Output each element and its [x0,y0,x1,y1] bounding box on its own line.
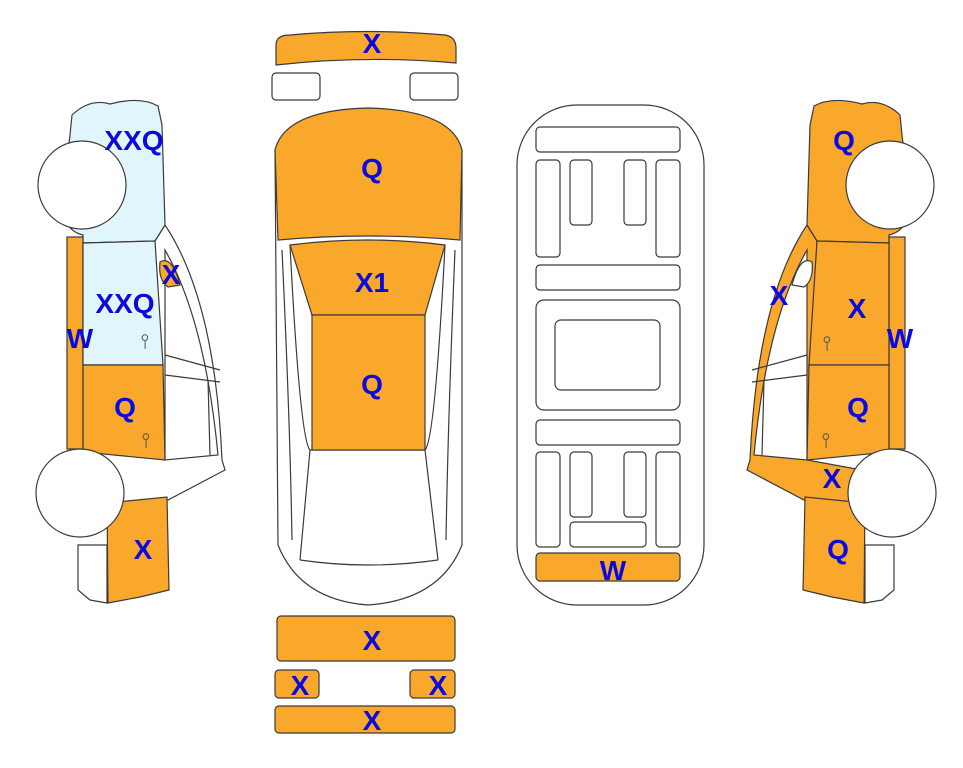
hood[interactable] [274,107,463,241]
damage-label: X [134,534,153,565]
right-rear-door[interactable] [806,364,890,461]
door-handle-icon: ⫯ [141,331,150,353]
underside-rear-sill[interactable] [535,552,681,582]
left-headlight [271,72,321,101]
door-handle-icon: ⫯ [142,430,151,452]
windshield[interactable] [289,239,446,316]
right-front-wheel [845,140,935,230]
damage-label: Q [361,369,383,400]
damage-label: Q [827,534,849,565]
underside-view: W [516,104,705,606]
damage-label: X [823,463,842,494]
top-view: X Q X1 Q X X X X [271,28,463,736]
damage-label: W [887,323,914,354]
damage-label: X1 [355,267,389,298]
damage-label: W [600,555,627,586]
damage-label: X [848,293,867,324]
damage-label: X [363,28,382,59]
left-roof-outline [109,223,226,506]
left-side-view: ⫯ ⫯ XXQ X XXQ W Q X [35,99,226,604]
damage-label: XXQ [95,288,154,319]
damage-label: X [363,625,382,656]
damage-label: X [363,705,382,736]
left-rear-bumper [77,544,108,604]
rear-right-corner[interactable] [409,669,456,699]
right-rear-bumper [864,544,895,604]
right-rear-quarter[interactable] [802,496,866,604]
damage-label: X [291,670,310,701]
damage-label: X [429,670,448,701]
roof[interactable] [311,314,426,451]
right-side-view: ⫯ ⫯ Q X X W Q X Q [746,99,937,604]
door-handle-icon: ⫯ [823,333,832,355]
left-front-wheel [37,140,127,230]
rear-bumper[interactable] [274,705,456,734]
left-rear-door[interactable] [82,364,166,461]
damage-label: X [770,280,789,311]
damage-label: W [67,323,94,354]
right-rear-wheel [847,448,937,538]
front-bumper[interactable] [275,30,457,66]
damage-label: Q [847,392,869,423]
right-headlight [409,72,459,101]
damage-label: Q [833,125,855,156]
left-mirror[interactable] [159,260,181,288]
right-mirror [791,260,813,288]
damage-label: X [162,259,181,290]
left-rear-wheel [35,448,125,538]
damage-label: XXQ [104,125,163,156]
door-handle-icon: ⫯ [822,430,831,452]
left-rear-quarter[interactable] [106,496,170,604]
rear-left-corner[interactable] [274,669,320,699]
rear-panel[interactable] [276,615,456,662]
damage-label: Q [361,153,383,184]
damage-label: Q [114,392,136,423]
